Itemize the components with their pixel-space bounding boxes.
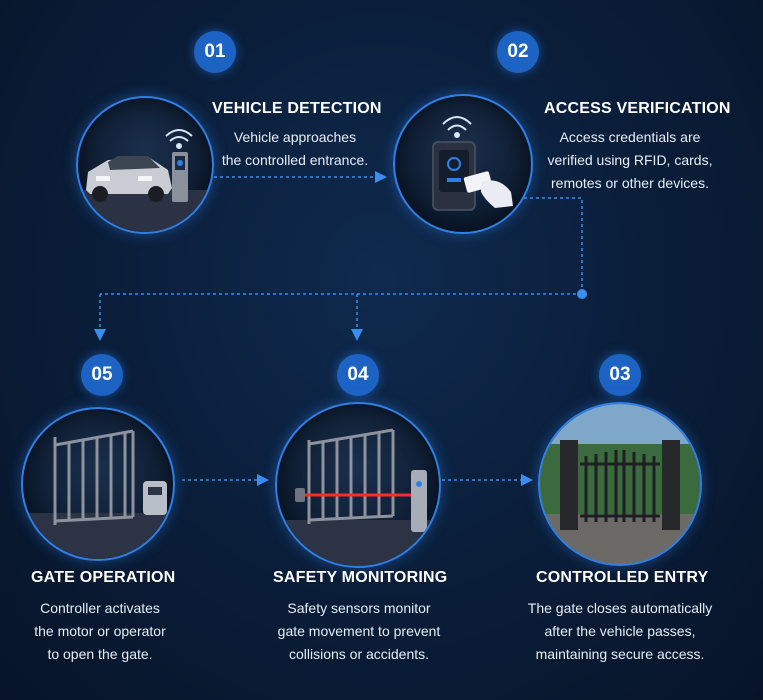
step-02-desc-line-2: verified using RFID, cards, (547, 152, 713, 168)
step-01-desc-line-2: the controlled entrance. (221, 152, 369, 168)
gate-icon (307, 428, 395, 524)
step-01-description: Vehicle approaches the controlled entran… (218, 126, 372, 172)
wifi-icon (442, 116, 472, 138)
step-01-badge: 01 (194, 31, 236, 73)
step-05-desc-line-3: to open the gate. (47, 646, 153, 662)
step-02-title: ACCESS VERIFICATION (544, 100, 731, 117)
connector-02-down (518, 197, 583, 294)
sensor-beam-icon (295, 470, 427, 532)
step-05-desc-line-1: Controller activates (40, 600, 160, 616)
step-01-illustration (76, 96, 214, 234)
rfid-reader-icon (172, 152, 188, 202)
step-01-title: VEHICLE DETECTION (212, 100, 382, 117)
step-05-illustration (21, 407, 175, 561)
step-04-desc-line-1: Safety sensors monitor (287, 600, 431, 616)
step-05-badge: 05 (81, 354, 123, 396)
rfid-reader-icon (432, 141, 476, 211)
wifi-icon (165, 129, 193, 149)
step-04-desc-line-2: gate movement to prevent (277, 623, 441, 639)
step-03-desc-line-1: The gate closes automatically (527, 600, 713, 616)
step-01-desc-line-1: Vehicle approaches (233, 129, 357, 145)
step-04-illustration (275, 402, 441, 568)
step-03-badge: 03 (599, 354, 641, 396)
step-03-title: CONTROLLED ENTRY (536, 569, 709, 586)
step-02-illustration (393, 94, 533, 234)
step-02-desc-line-1: Access credentials are (559, 129, 701, 145)
step-03-description: The gate closes automatically after the … (506, 597, 734, 666)
gate-icon (560, 440, 680, 530)
hand-card-icon (463, 171, 513, 208)
step-03-desc-line-2: after the vehicle passes, (544, 623, 696, 639)
step-05-description: Controller activates the motor or operat… (20, 597, 180, 666)
step-03-illustration (538, 402, 702, 566)
step-02-desc-line-3: remotes or other devices. (551, 175, 709, 191)
motor-icon (143, 481, 167, 515)
connector-node (577, 289, 587, 299)
step-04-title: SAFETY MONITORING (273, 569, 448, 586)
step-04-description: Safety sensors monitor gate movement to … (264, 597, 454, 666)
gate-icon (53, 429, 135, 525)
step-03-desc-line-3: maintaining secure access. (535, 646, 705, 662)
step-02-description: Access credentials are verified using RF… (538, 126, 722, 195)
step-05-desc-line-2: the motor or operator (34, 623, 166, 639)
step-04-desc-line-3: collisions or accidents. (288, 646, 430, 662)
car-icon (86, 156, 172, 202)
step-04-badge: 04 (337, 354, 379, 396)
step-02-badge: 02 (497, 31, 539, 73)
step-05-title: GATE OPERATION (31, 569, 176, 586)
